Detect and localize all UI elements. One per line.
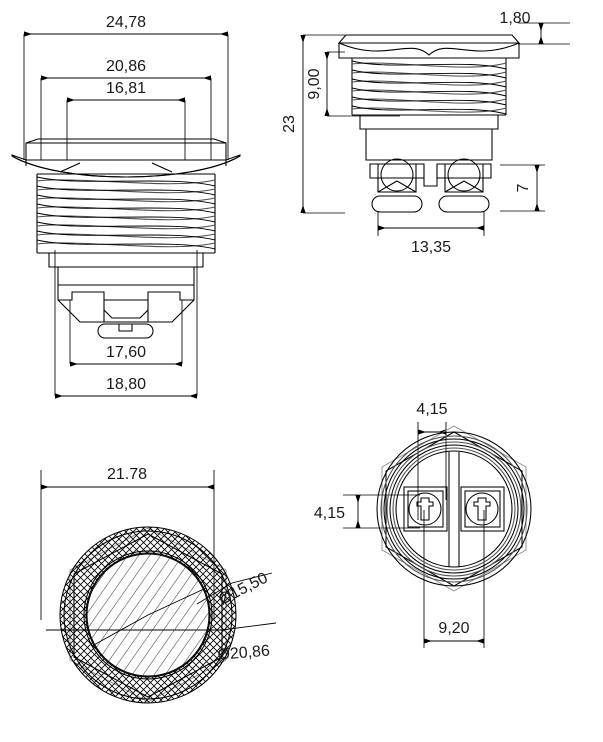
dim-bezel-height: 1,80 xyxy=(499,10,530,27)
dim-hex-across-flats: 21.78 xyxy=(107,466,147,483)
dim-terminal-height: 7 xyxy=(515,183,532,192)
dim-overall-height: 23 xyxy=(281,115,298,133)
dim-bezel-diameter: Ø20,86 xyxy=(217,642,271,664)
dim-terminal-offset-x: 4,15 xyxy=(416,401,447,418)
thread-profile xyxy=(36,173,216,254)
view-top-plan xyxy=(40,470,277,704)
dim-terminal-height-y: 4,15 xyxy=(314,505,345,522)
dim-terminal-span: 13,35 xyxy=(411,239,451,256)
dim-thread-width: 16,81 xyxy=(106,80,146,97)
view-side-elevation xyxy=(300,22,570,236)
dim-terminal-pitch: 9,20 xyxy=(438,620,469,637)
view-bottom-plan xyxy=(343,422,532,648)
view-front-elevation xyxy=(11,31,241,399)
dim-overall-width: 24,78 xyxy=(106,14,146,31)
dim-bezel-width: 20,86 xyxy=(106,58,146,75)
dim-thread-length: 9,00 xyxy=(306,68,323,99)
dim-base-width: 18,80 xyxy=(106,376,146,393)
dim-contact-width: 17,60 xyxy=(106,344,146,361)
thread-profile-side xyxy=(351,57,507,116)
